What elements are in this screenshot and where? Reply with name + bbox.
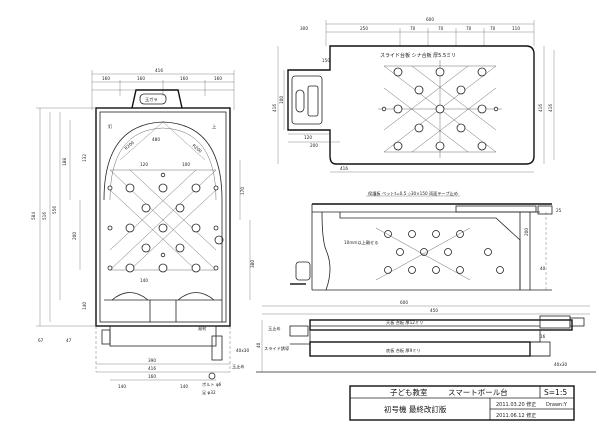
svg-text:200: 200 [310,143,318,148]
svg-text:100: 100 [279,96,284,104]
svg-text:150: 150 [322,58,330,63]
svg-text:R200: R200 [123,140,135,151]
launch-knob [211,335,223,361]
svg-text:70: 70 [466,26,472,31]
slide-board-outline [287,45,535,165]
svg-text:556: 556 [52,206,57,214]
svg-text:140: 140 [118,384,126,389]
title-version: 初号機 最終改訂版 [384,404,447,414]
svg-text:390: 390 [148,358,156,363]
svg-text:110: 110 [512,26,520,31]
label-size-40x30: 40x30 [554,362,567,367]
svg-text:250: 250 [360,26,368,31]
label-ball-return: 玉ガラ [145,96,158,103]
svg-text:160: 160 [148,374,156,379]
svg-text:600: 600 [400,300,408,305]
title-block: 子ども教室 スマートボール台 S=1:5 初号機 最終改訂版 2011.03.2… [349,385,575,421]
rail-top [455,205,537,213]
label-ball-stop: 玉止め [232,363,245,369]
svg-text:200: 200 [524,228,529,236]
svg-text:380: 380 [250,260,255,268]
label-top: 上 [212,123,216,129]
handle-block [539,315,571,329]
svg-text:70: 70 [490,26,496,31]
svg-text:R200: R200 [191,143,203,154]
svg-text:600: 600 [426,17,434,22]
bottom-right-elevation: 600 450 玉止め 天板 合板 厚12ミリ 底板 合板 厚9ミリ スライド誘… [256,300,596,373]
dim-height-total: 584 [31,212,36,220]
svg-text:416: 416 [272,104,277,112]
svg-text:70: 70 [410,26,416,31]
svg-text:416: 416 [548,104,553,112]
svg-text:140: 140 [82,302,87,310]
left-board-view: 416 160 160 160 160 玉ガラ R200 R200 480 釘 … [31,68,255,396]
dim-inner-c: 100 [182,162,190,167]
slide-board-title: スライド台板 シナ合板 厚5.5ミリ [380,52,456,59]
pin-grid-left [107,169,219,273]
dim-top-total: 416 [155,68,163,73]
left-side-dimensions: 584 516 556 188 200 170 380 132 140 67 4… [31,107,255,343]
svg-text:416: 416 [148,366,156,371]
note-protect-sheet: 保護板 ペットt=0.5 ◇30×150 両面テープ止め [368,190,458,197]
note-gap: 10mm以上離せる [344,239,378,246]
title-main: スマートボール台 [448,387,508,397]
dim-top-d: 160 [214,76,222,81]
ball-return-housing [131,89,183,109]
side-curve [321,211,331,291]
svg-text:170: 170 [240,187,245,195]
svg-text:120: 120 [304,135,312,140]
launch-knob-side [295,261,311,281]
label-ball-stop-br: 玉止め [268,325,281,331]
svg-text:132: 132 [82,154,87,162]
dim-top-b: 160 [137,76,145,81]
title-scale: S=1:5 [544,388,567,397]
pin-grid-top-right [378,60,502,158]
label-base-board: 底板 合板 厚9ミリ [386,347,421,354]
label-bolt: ボルト φ6 [202,381,222,387]
board-outer-frame [95,107,231,327]
svg-text:40: 40 [540,266,546,271]
title-date2: 2011.06.12 修正 [496,412,536,419]
dim-inner-a: 480 [152,137,160,142]
pin-grid-middle [375,227,504,281]
svg-text:40: 40 [256,342,261,348]
top-right-slide-board: 600 300 250 70 70 70 70 110 スライド台板 シナ合板 … [272,17,555,173]
dim-top-a: 160 [102,76,110,81]
label-kugi: 釘 [108,123,112,129]
svg-text:25: 25 [556,208,562,213]
dim-inner-b: 120 [140,162,148,167]
svg-text:47: 47 [66,338,72,343]
svg-text:416: 416 [538,104,543,112]
svg-text:70: 70 [438,26,444,31]
middle-right-section: 保護板 ペットt=0.5 ◇30×150 両面テープ止め 10mm以上離せる [290,190,562,291]
slot-left [295,89,305,113]
dim-inner-d: 140 [140,278,148,283]
svg-text:416: 416 [340,166,348,171]
svg-text:516: 516 [42,212,47,220]
title-org: 子ども教室 [390,387,428,397]
top-right-dimensions: 600 300 250 70 70 70 70 110 [300,17,535,46]
svg-text:16: 16 [540,334,546,339]
label-top-board: 天板 合板 厚12ミリ [386,319,423,326]
svg-text:200: 200 [72,232,77,240]
label-slide-guide: スライド誘導 [264,345,289,352]
title-date1: 2011.03.20 修正 [496,401,536,408]
svg-text:450: 450 [430,308,438,313]
top-board [309,319,573,331]
label-leg: 足 φ32 [202,390,216,396]
label-launch: 発射 [198,325,206,332]
pocket-right [177,292,215,301]
left-bottom-dimensions: 390 416 160 140 140 [96,358,230,389]
pocket-left [111,292,149,301]
title-author: Drawn:Y [546,402,568,408]
dim-top-c: 160 [180,76,188,81]
svg-text:188: 188 [62,158,67,166]
launch-hole [214,235,224,245]
label-slide-size: 40x30 [236,348,249,353]
svg-text:140: 140 [180,384,188,389]
svg-text:300: 300 [300,26,308,31]
svg-text:67: 67 [38,338,44,343]
